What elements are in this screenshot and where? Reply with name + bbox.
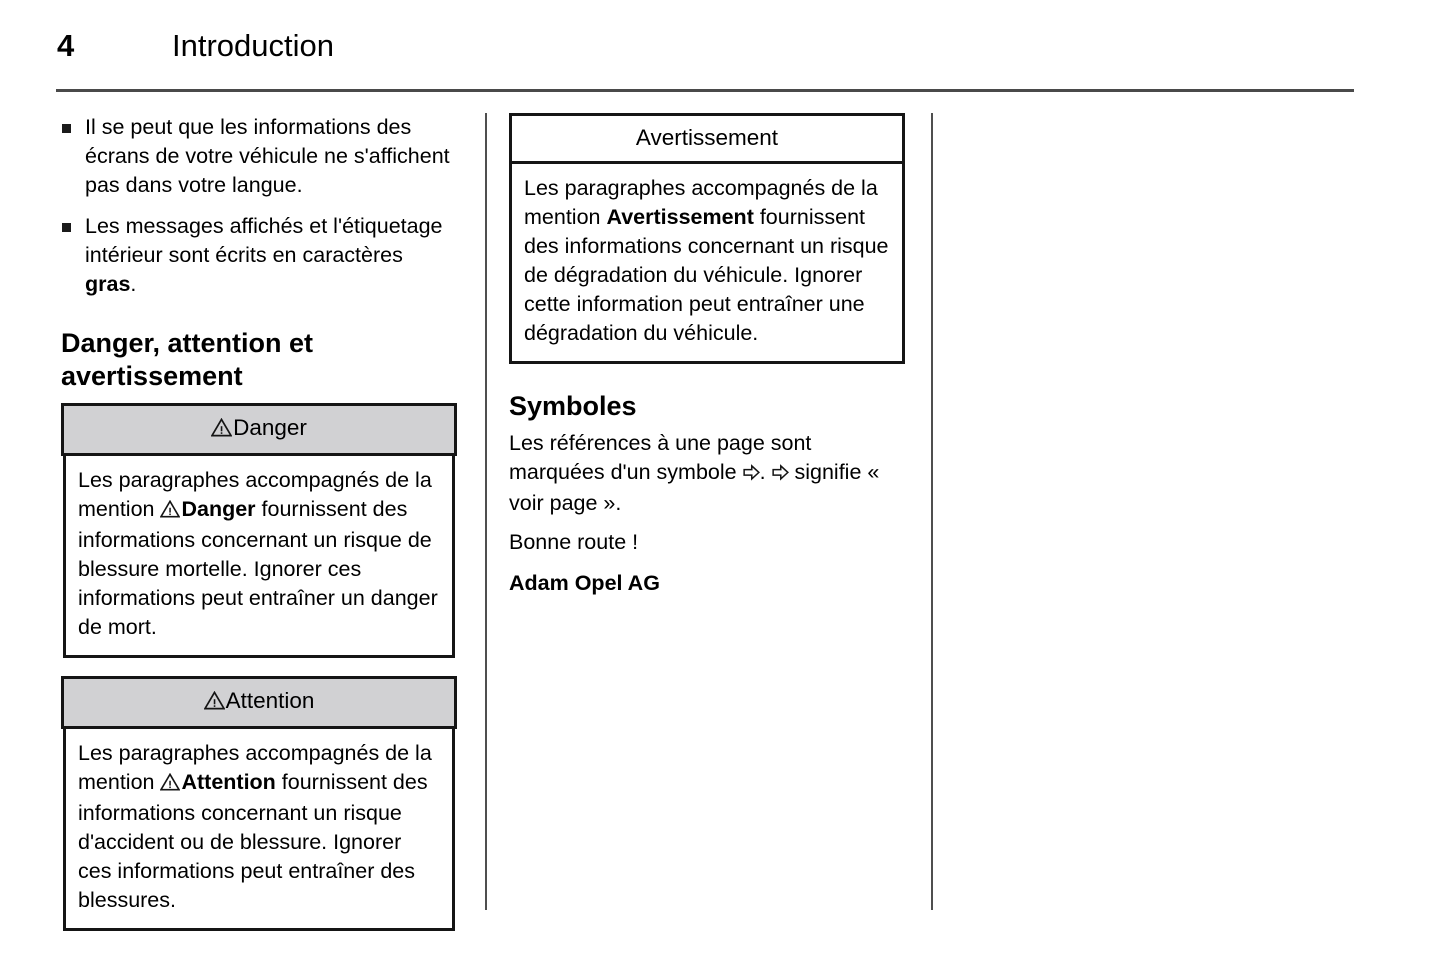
intro-bullet-list: Il se peut que les informations des écra… <box>61 113 457 299</box>
column-separator-2 <box>931 113 933 910</box>
notice-body-text-after: fournissent des informations concernant … <box>78 770 428 912</box>
notice-header-danger: Danger <box>61 403 457 456</box>
notice-header-avertissement: Avertissement <box>509 113 905 164</box>
notice-box-avertissement: Avertissement Les paragraphes accompagné… <box>509 113 905 364</box>
list-item-text-bold: gras <box>85 272 131 296</box>
symboles-description: Les références à une page sont marquées … <box>509 429 905 518</box>
page-reference-arrow-icon <box>742 460 760 489</box>
square-bullet-icon <box>62 124 71 133</box>
notice-body-text-after: fournissent des informations concernant … <box>524 205 889 345</box>
square-bullet-icon <box>62 223 71 232</box>
notice-header-label: Attention <box>225 688 315 713</box>
notice-body-text-after: fournissent des informations concernant … <box>78 497 438 639</box>
left-column: Il se peut que les informations des écra… <box>61 113 457 931</box>
notice-box-danger: Danger Les paragraphes accompagnés de la… <box>61 403 457 658</box>
notice-body-text-before: Les paragraphes accompagnés de la mentio… <box>78 468 432 521</box>
list-item: Les messages affichés et l'étiquetage in… <box>61 212 457 299</box>
section-heading-symboles: Symboles <box>509 391 637 421</box>
list-item-text: Il se peut que les informations des écra… <box>85 115 450 197</box>
symboles-text-after: signifie « voir page ». <box>509 460 880 515</box>
notice-body-text-bold: Danger <box>181 497 256 521</box>
middle-column: Avertissement Les paragraphes accompagné… <box>509 113 905 598</box>
page-header: 4 Introduction <box>0 0 1445 92</box>
warning-triangle-icon <box>210 417 233 443</box>
list-item-text-before: Les messages affichés et l'étiquetage in… <box>85 214 443 267</box>
header-divider-rule <box>56 89 1354 92</box>
warning-triangle-icon <box>203 690 226 716</box>
section-heading-danger-attention: Danger, attention et avertissement <box>61 328 314 391</box>
company-signature: Adam Opel AG <box>509 571 660 595</box>
warning-triangle-icon <box>160 770 181 799</box>
closing-message: Bonne route ! <box>509 530 639 554</box>
page-reference-arrow-icon <box>771 460 789 489</box>
list-item-text-after: . <box>130 272 137 296</box>
page-number: 4 <box>57 28 75 63</box>
symboles-text-mid: . <box>759 460 772 484</box>
notice-box-attention: Attention Les paragraphes accompagnés de… <box>61 676 457 931</box>
warning-triangle-icon <box>160 497 181 526</box>
notice-body-text-bold: Attention <box>181 770 276 794</box>
notice-body-attention: Les paragraphes accompagnés de la mentio… <box>63 729 455 931</box>
notice-header-attention: Attention <box>61 676 457 729</box>
notice-body-danger: Les paragraphes accompagnés de la mentio… <box>63 456 455 658</box>
notice-header-label: Danger <box>233 415 307 440</box>
list-item: Il se peut que les informations des écra… <box>61 113 457 200</box>
notice-body-text-before: Les paragraphes accompagnés de la mentio… <box>78 741 432 794</box>
notice-body-text-before: Les paragraphes accompagnés de la mentio… <box>524 176 878 229</box>
column-separator-1 <box>485 113 487 910</box>
notice-header-label: Avertissement <box>635 125 779 150</box>
symboles-text-before: Les références à une page sont marquées … <box>509 431 812 484</box>
notice-body-avertissement: Les paragraphes accompagnés de la mentio… <box>509 164 905 364</box>
page-title: Introduction <box>172 28 334 63</box>
notice-body-text-bold: Avertissement <box>606 205 754 229</box>
